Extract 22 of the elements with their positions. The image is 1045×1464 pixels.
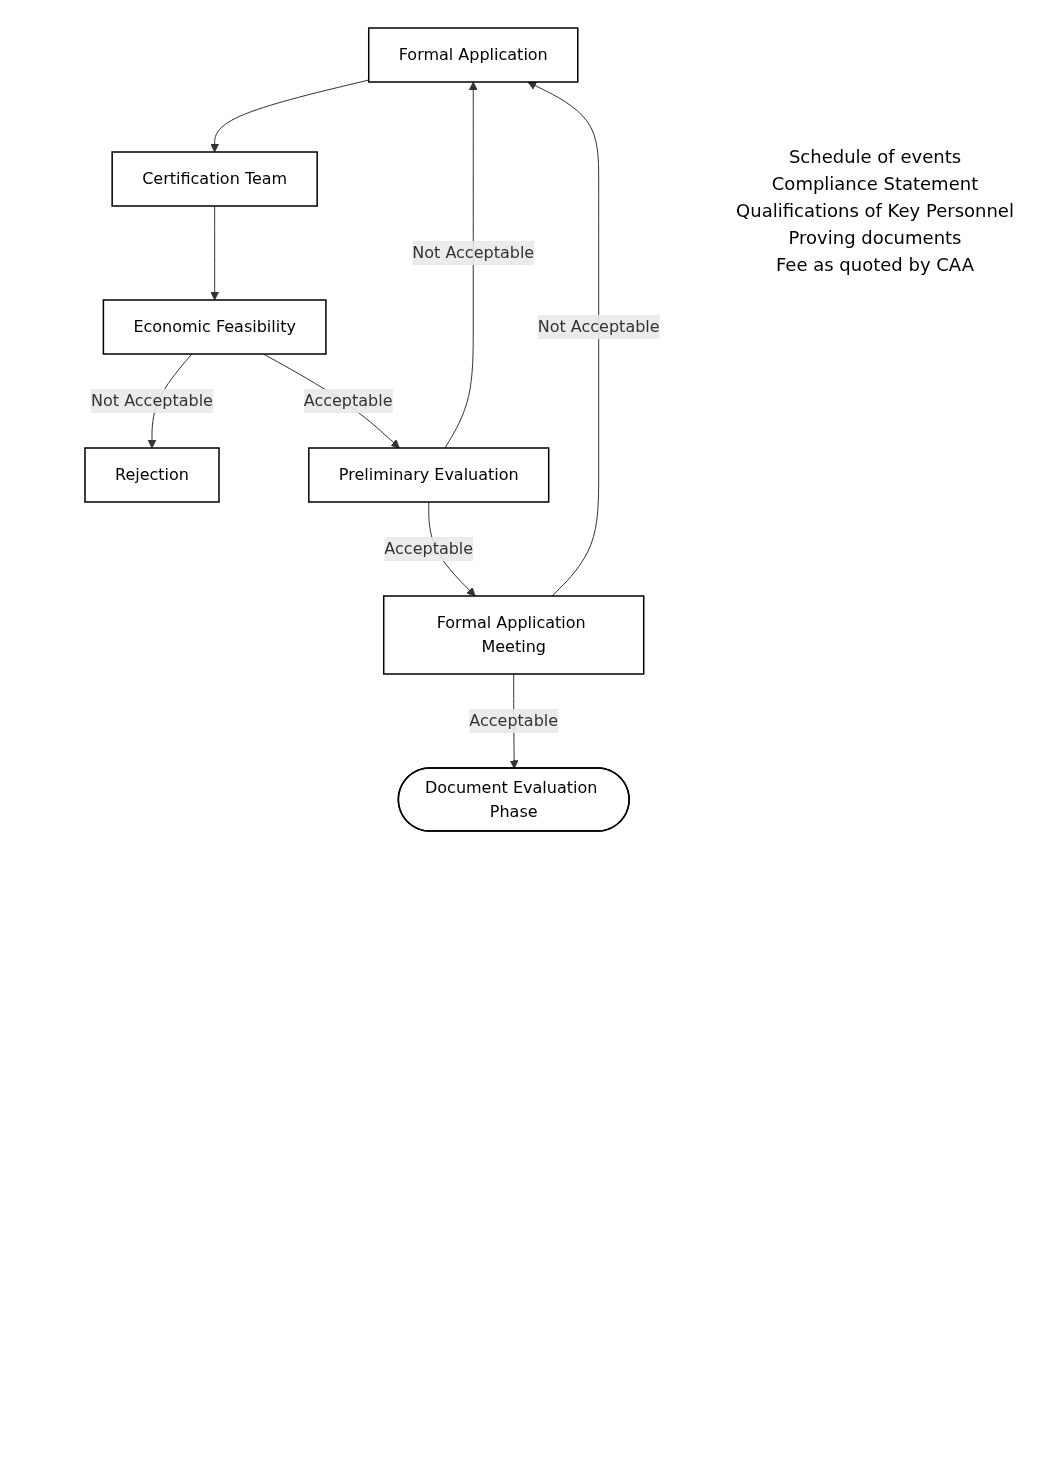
note-text: Qualifications of Key Personnel — [735, 200, 1015, 221]
edge-label: Not Acceptable — [91, 391, 214, 410]
note-text: Compliance Statement — [770, 173, 980, 194]
arrow — [210, 205, 220, 301]
edge-label: Acceptable — [384, 539, 474, 558]
arrow — [527, 81, 600, 597]
note-text: Fee as quoted by CAA — [775, 254, 975, 275]
node-box: Formal Application Meeting — [383, 595, 645, 675]
edge-label: Acceptable — [303, 391, 393, 410]
arrow — [444, 81, 478, 449]
node-box: Rejection — [84, 447, 220, 503]
note-text: Schedule of events — [787, 146, 963, 167]
node-box: Certification Team — [111, 151, 319, 207]
node-box: Formal Application — [368, 27, 579, 83]
edge-label: Not Acceptable — [412, 243, 535, 262]
arrow — [210, 79, 370, 153]
arrow — [263, 353, 400, 449]
node-box: Economic Feasibility — [102, 299, 327, 355]
edge-label: Not Acceptable — [537, 317, 660, 336]
node-box: Preliminary Evaluation — [308, 447, 550, 503]
note-text: Proving documents — [787, 227, 963, 248]
edge-label: Acceptable — [469, 711, 559, 730]
